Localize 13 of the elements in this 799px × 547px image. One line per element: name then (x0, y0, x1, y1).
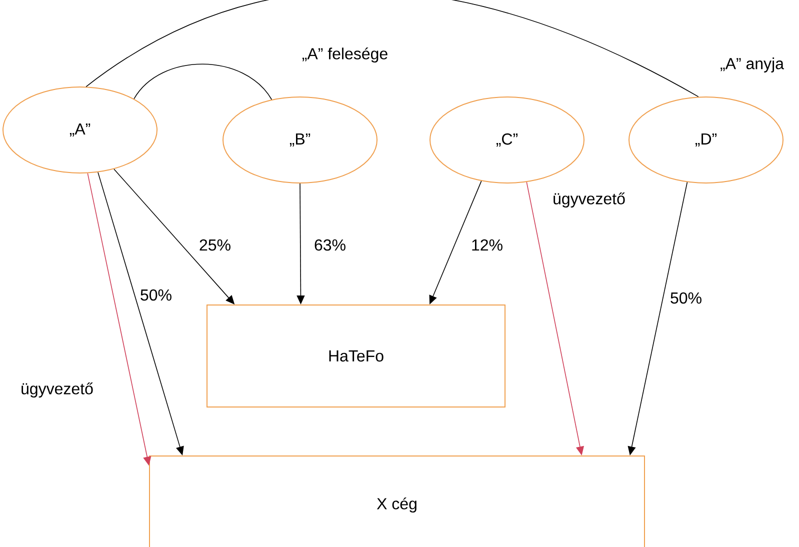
edge-label: „A” anyja (719, 56, 786, 74)
edge-label: 25% (198, 238, 232, 252)
edge-label: 50% (669, 291, 704, 305)
company-box: X cég (149, 456, 645, 547)
connector-line (134, 64, 272, 100)
edge-label: ügyvezető (552, 191, 626, 209)
edge-label: ügyvezető (20, 381, 94, 399)
edge-label: 63% (313, 238, 348, 252)
company-box: HaTeFo (206, 304, 506, 408)
connector-line (86, 0, 699, 98)
edge-label: „A” felesége (300, 46, 390, 64)
edge-label: 50% (139, 288, 174, 302)
edge-label: 12% (470, 238, 504, 252)
